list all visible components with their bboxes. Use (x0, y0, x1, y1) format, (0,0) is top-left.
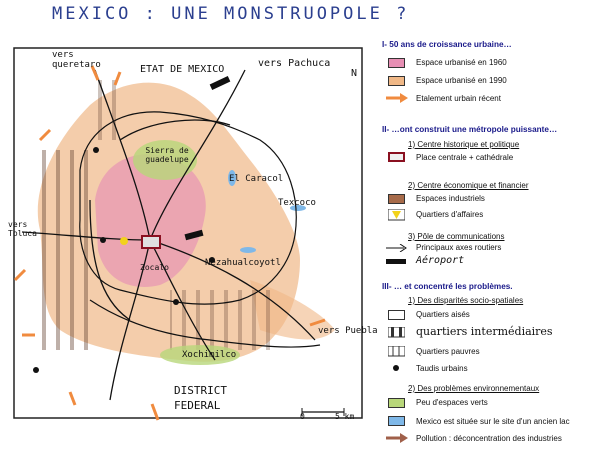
urban-1960-area (95, 154, 206, 287)
legend-sub-disparites: 1) Des disparités socio-spatiales (408, 296, 524, 305)
main-roads (21, 69, 316, 401)
legend-arrow-pollution (386, 433, 408, 443)
legend-label-place-centrale: Place centrale + cathédrale (416, 153, 514, 162)
label-vers-puebla: vers Puebla (318, 326, 378, 336)
slum-3 (173, 299, 179, 305)
business-district (120, 237, 128, 245)
lake-2 (290, 205, 306, 211)
scale-zero: 0 (300, 412, 305, 421)
legend-sub-environnement: 2) Des problèmes environnementaux (408, 384, 540, 393)
legend-swatch-lake (388, 416, 405, 426)
legend-arrow-sprawl (386, 93, 408, 103)
south-outline (89, 299, 321, 348)
label-vers-toluca: vers Toluca (8, 220, 37, 238)
slum-2 (100, 237, 106, 243)
legend-swatch-place-centrale (388, 152, 405, 162)
zocalo-square (141, 235, 161, 249)
legend-sub-centre-economique: 2) Centre économique et financier (408, 181, 529, 190)
legend-section-2-title: II- …ont construit une métropole puissan… (382, 125, 558, 134)
city-outline (79, 111, 297, 305)
legend-label-quartiers-pauvres: Quartiers pauvres (416, 347, 480, 356)
slum-5 (209, 257, 215, 263)
legend-label-sprawl: Etalement urbain récent (416, 94, 501, 103)
label-zocalo: Zocalo (140, 263, 169, 272)
legend-swatch-quartiers-pauvres (388, 346, 405, 357)
legend-label-lake: Mexico est située sur le site d'un ancie… (416, 417, 570, 426)
legend-label-roads: Principaux axes routiers (416, 243, 502, 252)
legend-label-airport: Aéroport (416, 255, 465, 266)
legend-label-taudis: Taudis urbains (416, 364, 468, 373)
legend-airport-mark (386, 259, 406, 264)
poor-districts-south (170, 290, 280, 350)
legend-label-industrial: Espaces industriels (416, 194, 485, 203)
slum-4 (33, 367, 39, 373)
legend-section-3-title: III- … et concentré les problèmes. (382, 282, 513, 291)
legend-road-arrow (386, 244, 407, 252)
legend-label-pollution: Pollution : déconcentration des industri… (416, 434, 562, 443)
map-drawing (13, 47, 363, 421)
legend-swatch-industrial (388, 194, 405, 204)
legend-swatch-green (388, 398, 405, 408)
legend-swatch-urban-1990 (388, 76, 405, 86)
legend-swatch-quartiers-aises (388, 310, 405, 320)
lake-3 (240, 247, 256, 253)
legend-sub-communications: 3) Pôle de communications (408, 232, 505, 241)
legend-swatch-business (388, 209, 405, 221)
label-xochimilco: Xochimilco (182, 350, 237, 360)
label-etat-de-mexico: ETAT DE MEXICO (140, 64, 225, 75)
label-el-caracol: El Caracol (229, 174, 284, 184)
legend-slum-dot (393, 365, 399, 371)
airport (184, 229, 204, 241)
green-xochimilco (160, 345, 240, 365)
legend-label-urban-1960: Espace urbanisé en 1960 (416, 58, 507, 67)
legend-swatch-urban-1960 (388, 58, 405, 68)
airport-north (209, 76, 231, 90)
slum-1 (93, 147, 99, 153)
legend-section-1-title: I- 50 ans de croissance urbaine… (382, 40, 512, 49)
poor-districts-west (34, 150, 94, 350)
label-texcoco: Texcoco (278, 198, 316, 208)
label-vers-pachuca: vers Pachuca (258, 58, 331, 69)
legend-label-quartiers-aises: Quartiers aisés (416, 310, 470, 319)
legend-label-business: Quartiers d'affaires (416, 210, 484, 219)
green-sierra (133, 140, 197, 180)
scale-bar (301, 408, 345, 416)
label-sierra: Sierra de guadelupe (145, 146, 189, 164)
legend-label-quartiers-intermediaires: quartiers intermédiaires (416, 325, 553, 338)
sprawl-arrows (13, 65, 326, 421)
label-vers-queretaro: vers queretaro (52, 50, 101, 70)
map-frame (13, 47, 363, 419)
scale-km: 5 km (335, 412, 355, 421)
legend-label-urban-1990: Espace urbanisé en 1990 (416, 76, 507, 85)
lake-1 (228, 170, 236, 186)
legend-swatch-quartiers-intermediaires (388, 327, 405, 338)
label-nezahualcoyotl: Nezahualcoyotl (205, 258, 281, 268)
label-north: N (351, 68, 358, 79)
legend-sub-centre-historique: 1) Centre historique et politique (408, 140, 520, 149)
label-district-federal: DISTRICT FEDERAL (174, 384, 227, 412)
map-title: MEXICO : UNE MONSTRUOPOLE ? (52, 4, 410, 24)
legend-label-green: Peu d'espaces verts (416, 398, 488, 407)
